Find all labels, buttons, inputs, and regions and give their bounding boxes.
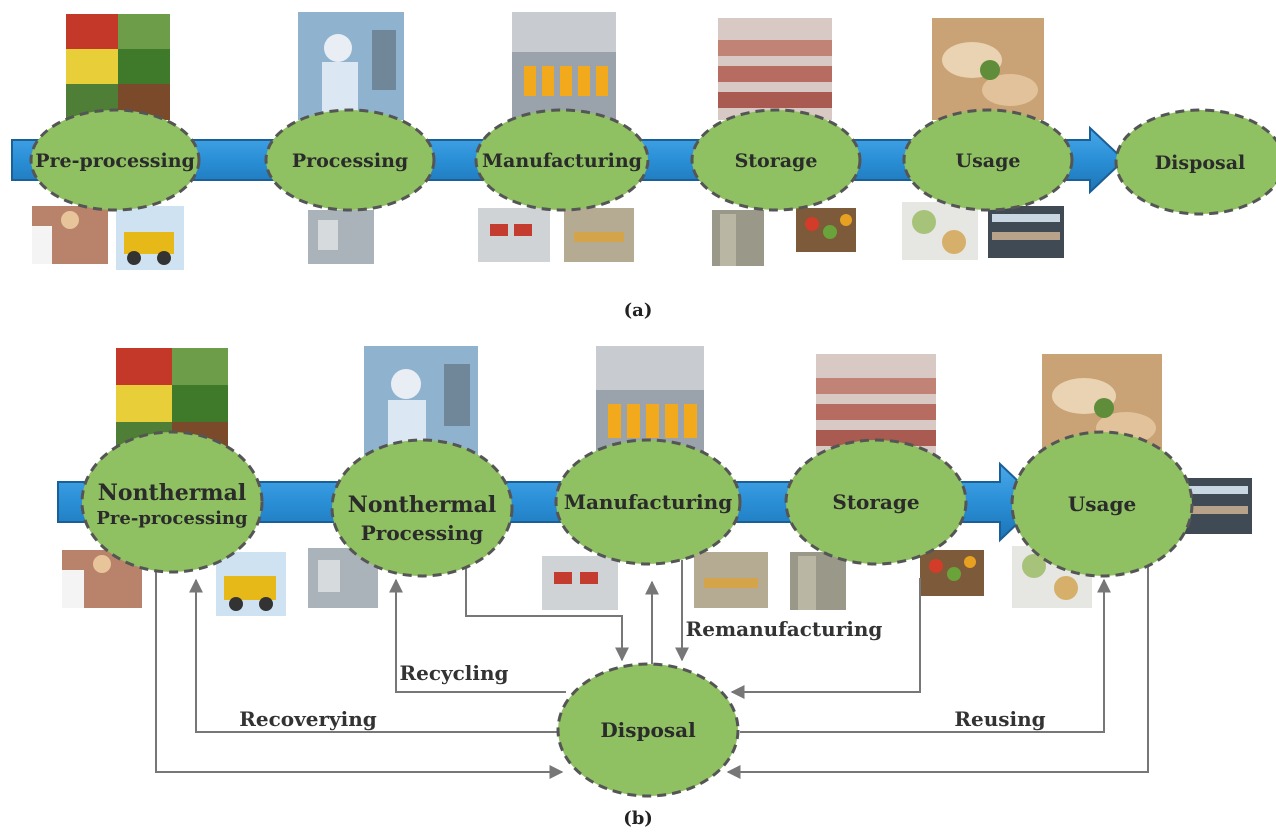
stage-label: Processing <box>292 150 408 172</box>
stage-node-storage-b: Storage <box>784 438 968 566</box>
processing-machine-photo <box>308 210 374 264</box>
dairy-meat-photo <box>32 206 108 264</box>
stage-label: Manufacturing <box>482 150 642 172</box>
stage-label-line2: Processing <box>361 521 483 545</box>
stage-node-processing-a: Processing <box>264 108 436 212</box>
stage-node-preprocessing-a: Pre-processing <box>29 108 201 212</box>
flow-processing-to-disposal <box>465 548 629 662</box>
panel-a-caption: (a) <box>624 300 653 321</box>
dump-truck-icon <box>116 206 184 270</box>
worker-in-lab-photo <box>298 12 404 120</box>
stage-node-usage-a: Usage <box>902 108 1074 212</box>
stage-node-nonthermal-preprocessing: Nonthermal Pre-processing <box>80 430 264 574</box>
recovering-label: Recoverying <box>239 707 377 731</box>
stage-node-nonthermal-processing: Nonthermal Processing <box>330 438 514 578</box>
flow-usage-to-disposal <box>726 548 1149 779</box>
flow-preprocessing-to-disposal <box>155 548 564 779</box>
stage-label-line1: Usage <box>1068 492 1136 516</box>
stage-label-line1: Nonthermal <box>98 480 246 506</box>
stage-label-line1: Nonthermal <box>348 492 496 518</box>
bottling-line-photo <box>512 12 616 120</box>
vegetables-photo <box>66 14 170 120</box>
reusing-label: Reusing <box>954 707 1045 731</box>
silo-photo <box>790 552 846 610</box>
meal-boxes-photo <box>902 202 978 260</box>
dump-truck-icon <box>216 552 286 616</box>
stage-label: Usage <box>956 150 1021 172</box>
panel-b: Recycling Remanufacturing Recoverying Re… <box>57 346 1252 829</box>
recycling-label: Recycling <box>399 661 508 685</box>
flow-storage-to-disposal <box>730 578 921 699</box>
produce-market-photo <box>920 550 984 596</box>
stage-label-line2: Pre-processing <box>96 508 248 529</box>
stage-node-disposal-a: Disposal <box>1114 108 1276 216</box>
flow-recovering <box>189 578 558 733</box>
stage-label: Disposal <box>1155 152 1246 174</box>
panel-b-caption: (b) <box>623 808 653 829</box>
stage-node-usage-b: Usage <box>1010 430 1194 578</box>
flow-recycling <box>389 578 566 693</box>
wraps-photo <box>932 18 1044 120</box>
stage-label: Pre-processing <box>35 150 195 172</box>
packaging-line-photo <box>542 552 768 610</box>
meat-display-case-photo <box>816 354 936 462</box>
stage-label-line1: Manufacturing <box>564 490 732 514</box>
circular-flow-arrows <box>155 548 1149 779</box>
remanufacturing-label: Remanufacturing <box>686 617 883 641</box>
panel-a: Pre-processing Processing Manufacturing … <box>11 12 1276 321</box>
stage-node-manufacturing-b: Manufacturing <box>554 438 742 566</box>
meat-display-case-photo <box>718 18 832 120</box>
silo-photo <box>712 210 764 266</box>
stage-node-manufacturing-a: Manufacturing <box>474 108 650 212</box>
stage-node-disposal-b: Disposal <box>556 662 740 798</box>
packaging-line-photo <box>478 208 634 262</box>
retail-shelf-photo <box>988 206 1064 258</box>
disposal-label: Disposal <box>600 718 696 742</box>
stage-node-storage-a: Storage <box>690 108 862 212</box>
flow-reusing <box>740 578 1111 733</box>
stage-label: Storage <box>735 150 818 172</box>
produce-market-photo <box>796 208 856 252</box>
stage-label-line1: Storage <box>832 490 919 514</box>
